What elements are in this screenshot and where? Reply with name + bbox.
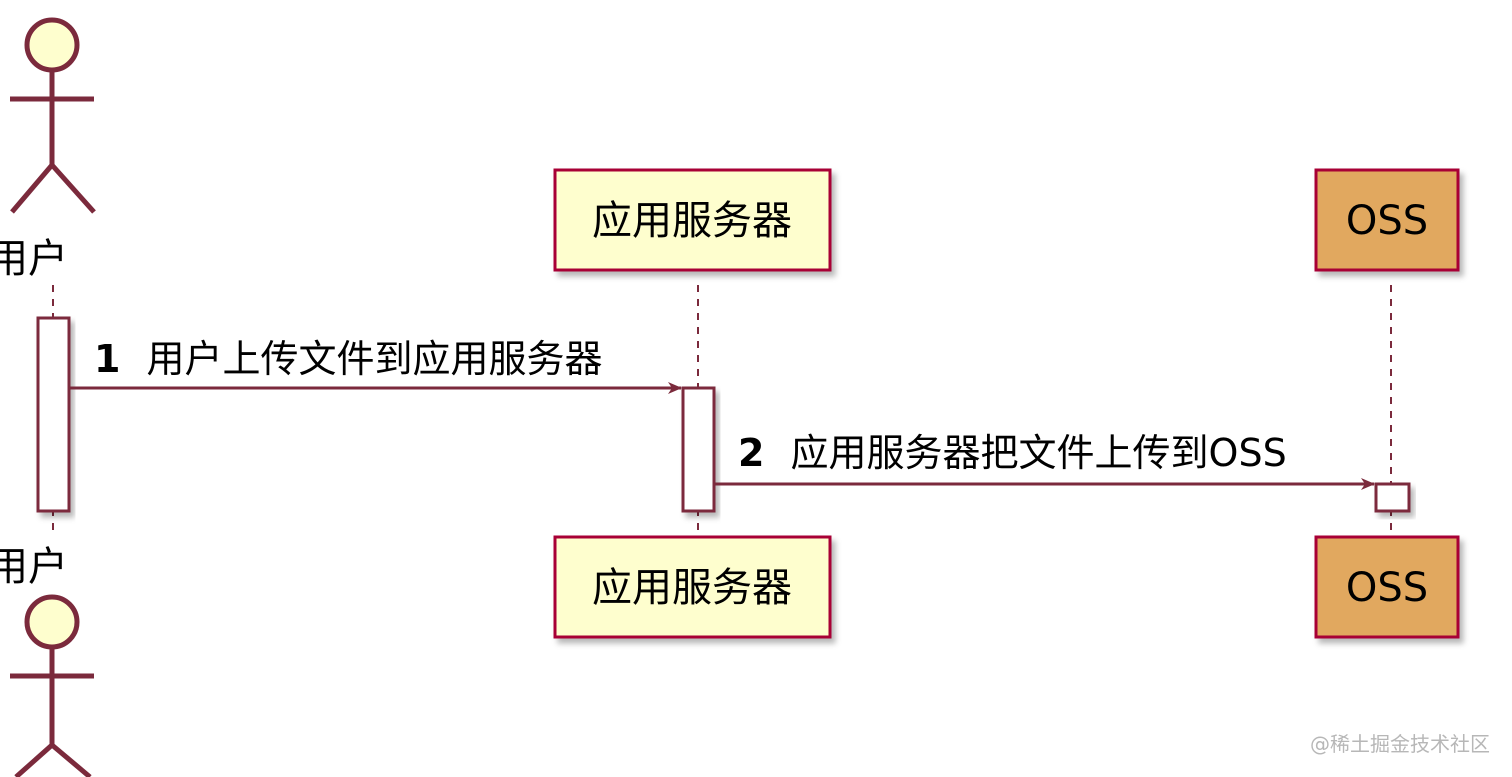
participant-app-bottom-label: 应用服务器 <box>592 565 792 611</box>
participant-oss-top-label: OSS <box>1346 198 1428 244</box>
actor-user-top <box>10 17 96 214</box>
message-1-label: 1 用户上传文件到应用服务器 <box>94 337 603 381</box>
participant-oss-bottom-label: OSS <box>1346 565 1428 611</box>
message-2-text: 应用服务器把文件上传到OSS <box>791 431 1287 475</box>
participant-oss-top <box>1314 168 1460 272</box>
participant-app-top <box>553 168 832 272</box>
activation-app <box>681 386 716 513</box>
participant-oss-bottom <box>1314 535 1460 639</box>
message-2-label: 2 应用服务器把文件上传到OSS <box>738 431 1287 475</box>
watermark: @稀土掘金技术社区 <box>1310 732 1490 756</box>
activation-user <box>36 316 71 513</box>
actor-user-bottom <box>10 594 94 777</box>
actor-user-top-label: 用户 <box>0 236 68 282</box>
actor-user-bottom-label: 用户 <box>0 544 68 590</box>
participant-app-bottom <box>553 535 832 639</box>
message-1-number: 1 <box>94 337 120 381</box>
message-2-number: 2 <box>738 431 764 475</box>
activation-oss <box>1374 482 1411 513</box>
message-1-text: 用户上传文件到应用服务器 <box>147 337 603 381</box>
participant-app-top-label: 应用服务器 <box>592 198 792 244</box>
